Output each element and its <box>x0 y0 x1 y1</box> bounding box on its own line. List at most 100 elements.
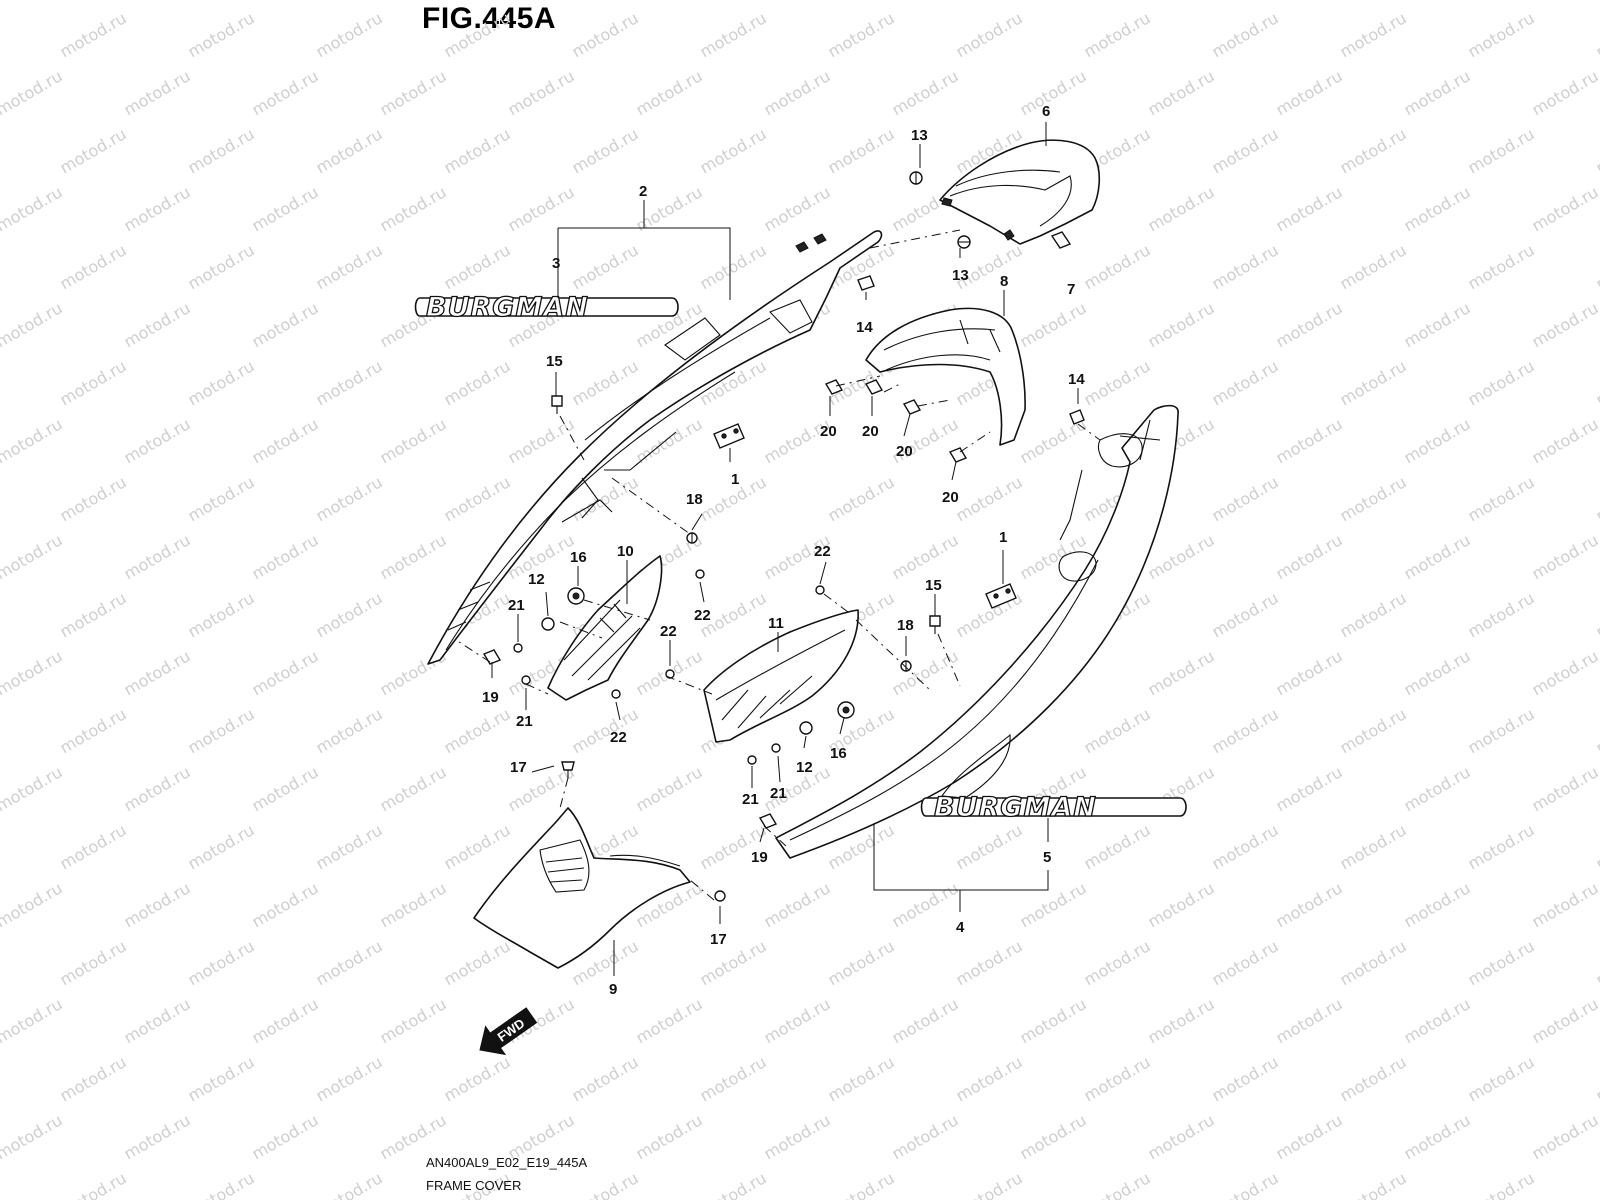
watermark-text: motod.ru <box>57 820 130 873</box>
watermark-text: motod.ru <box>313 124 386 177</box>
watermark-text: motod.ru <box>1593 472 1600 525</box>
watermark-text: motod.ru <box>57 704 130 757</box>
screw-21-b[interactable] <box>521 675 531 685</box>
watermark-text: motod.ru <box>1209 588 1282 641</box>
watermark-text: motod.ru <box>1465 704 1538 757</box>
watermark-text: motod.ru <box>1145 66 1218 119</box>
watermark-text: motod.ru <box>697 1168 770 1200</box>
screw-17-lower[interactable] <box>714 890 726 902</box>
nut-12-left[interactable] <box>541 617 555 631</box>
screw-21-a[interactable] <box>513 643 523 653</box>
watermark-text: motod.ru <box>313 472 386 525</box>
bolt-13-lower[interactable] <box>957 235 971 249</box>
watermark-text: motod.ru <box>1593 1052 1600 1105</box>
watermark-text: motod.ru <box>889 66 962 119</box>
watermark-text: motod.ru <box>249 878 322 931</box>
bolt-18-right[interactable] <box>900 660 912 672</box>
watermark-text: motod.ru <box>953 820 1026 873</box>
clip-19-right[interactable] <box>758 813 778 829</box>
clip-20-a[interactable] <box>824 379 844 395</box>
part-1-plate-right[interactable] <box>985 583 1017 609</box>
screw-22-a[interactable] <box>695 569 705 579</box>
watermark-text: motod.ru <box>1401 182 1474 235</box>
clip-14-right[interactable] <box>1069 409 1085 425</box>
watermark-text: motod.ru <box>1465 936 1538 989</box>
part-7-clip-nut[interactable] <box>1050 231 1072 249</box>
callout-17b: 17 <box>710 931 727 948</box>
watermark-text: motod.ru <box>1401 762 1474 815</box>
watermark-text: motod.ru <box>0 762 66 815</box>
callout-10: 10 <box>617 543 634 560</box>
watermark-text: motod.ru <box>1273 414 1346 467</box>
watermark-text: motod.ru <box>441 124 514 177</box>
grommet-16-left[interactable] <box>567 587 585 605</box>
part-burgman-emblem-left[interactable]: BURGMAN <box>414 291 679 324</box>
part-9-lower-front-cover[interactable] <box>473 807 691 969</box>
callout-18b: 18 <box>897 617 914 634</box>
watermark-text: motod.ru <box>953 472 1026 525</box>
watermark-text: motod.ru <box>313 356 386 409</box>
watermark-text: motod.ru <box>1401 0 1474 3</box>
screw-15-right[interactable] <box>929 615 941 634</box>
watermark-text: motod.ru <box>0 8 2 61</box>
watermark-text: motod.ru <box>0 240 2 293</box>
watermark-text: motod.ru <box>1401 994 1474 1047</box>
clip-20-d[interactable] <box>948 447 968 463</box>
watermark-text: motod.ru <box>761 0 834 3</box>
watermark-text: motod.ru <box>633 0 706 3</box>
watermark-text: motod.ru <box>0 704 2 757</box>
watermark-text: motod.ru <box>1209 8 1282 61</box>
watermark-text: motod.ru <box>313 1168 386 1200</box>
clip-20-c[interactable] <box>902 399 922 415</box>
watermark-text: motod.ru <box>569 1052 642 1105</box>
part-11-inner-bracket[interactable] <box>703 609 859 743</box>
watermark-text: motod.ru <box>1081 1168 1154 1200</box>
watermark-text: motod.ru <box>697 936 770 989</box>
screw-22-b[interactable] <box>611 689 621 699</box>
watermark-text: motod.ru <box>121 298 194 351</box>
watermark-text: motod.ru <box>1017 66 1090 119</box>
part-1-plate-left[interactable] <box>713 423 745 449</box>
watermark-text: motod.ru <box>1529 66 1600 119</box>
clip-14-left[interactable] <box>857 275 875 291</box>
callout-22c: 22 <box>660 623 677 640</box>
screw-21-d[interactable] <box>771 743 781 753</box>
watermark-text: motod.ru <box>1017 994 1090 1047</box>
watermark-text: motod.ru <box>1465 356 1538 409</box>
watermark-text: motod.ru <box>57 8 130 61</box>
part-10-inner-bracket[interactable] <box>547 555 663 701</box>
watermark-text: motod.ru <box>1209 124 1282 177</box>
watermark-text: motod.ru <box>57 124 130 177</box>
part-right-side-cover[interactable] <box>775 404 1179 859</box>
part-rear-tail-cover[interactable] <box>939 139 1101 245</box>
bolt-18-left[interactable] <box>686 532 698 544</box>
screw-17-upper[interactable] <box>561 761 575 778</box>
screw-22-c[interactable] <box>815 585 825 595</box>
clip-19-left[interactable] <box>482 649 502 665</box>
clip-20-b[interactable] <box>864 379 884 395</box>
watermark-text: motod.ru <box>697 240 770 293</box>
watermark-text: motod.ru <box>1017 878 1090 931</box>
watermark-text: motod.ru <box>377 66 450 119</box>
callout-6: 6 <box>1042 103 1050 120</box>
watermark-text: motod.ru <box>1401 66 1474 119</box>
watermark-text: motod.ru <box>889 1110 962 1163</box>
watermark-text: motod.ru <box>889 878 962 931</box>
watermark-text: motod.ru <box>1337 1052 1410 1105</box>
bolt-13-upper[interactable] <box>909 171 923 185</box>
part-left-side-cover[interactable] <box>427 230 883 665</box>
part-burgman-emblem-right[interactable]: BURGMAN <box>920 791 1187 824</box>
watermark-text: motod.ru <box>121 646 194 699</box>
watermark-text: motod.ru <box>185 124 258 177</box>
watermark-text: motod.ru <box>761 182 834 235</box>
screw-15-left[interactable] <box>551 395 563 414</box>
part-rear-inner-cover[interactable] <box>865 307 1026 446</box>
callout-12b: 12 <box>796 759 813 776</box>
nut-12-right[interactable] <box>799 721 813 735</box>
grommet-16-right[interactable] <box>837 701 855 719</box>
watermark-text: motod.ru <box>1337 704 1410 757</box>
watermark-text: motod.ru <box>697 1052 770 1105</box>
screw-21-c[interactable] <box>747 755 757 765</box>
watermark-text: motod.ru <box>57 472 130 525</box>
watermark-text: motod.ru <box>377 0 450 3</box>
